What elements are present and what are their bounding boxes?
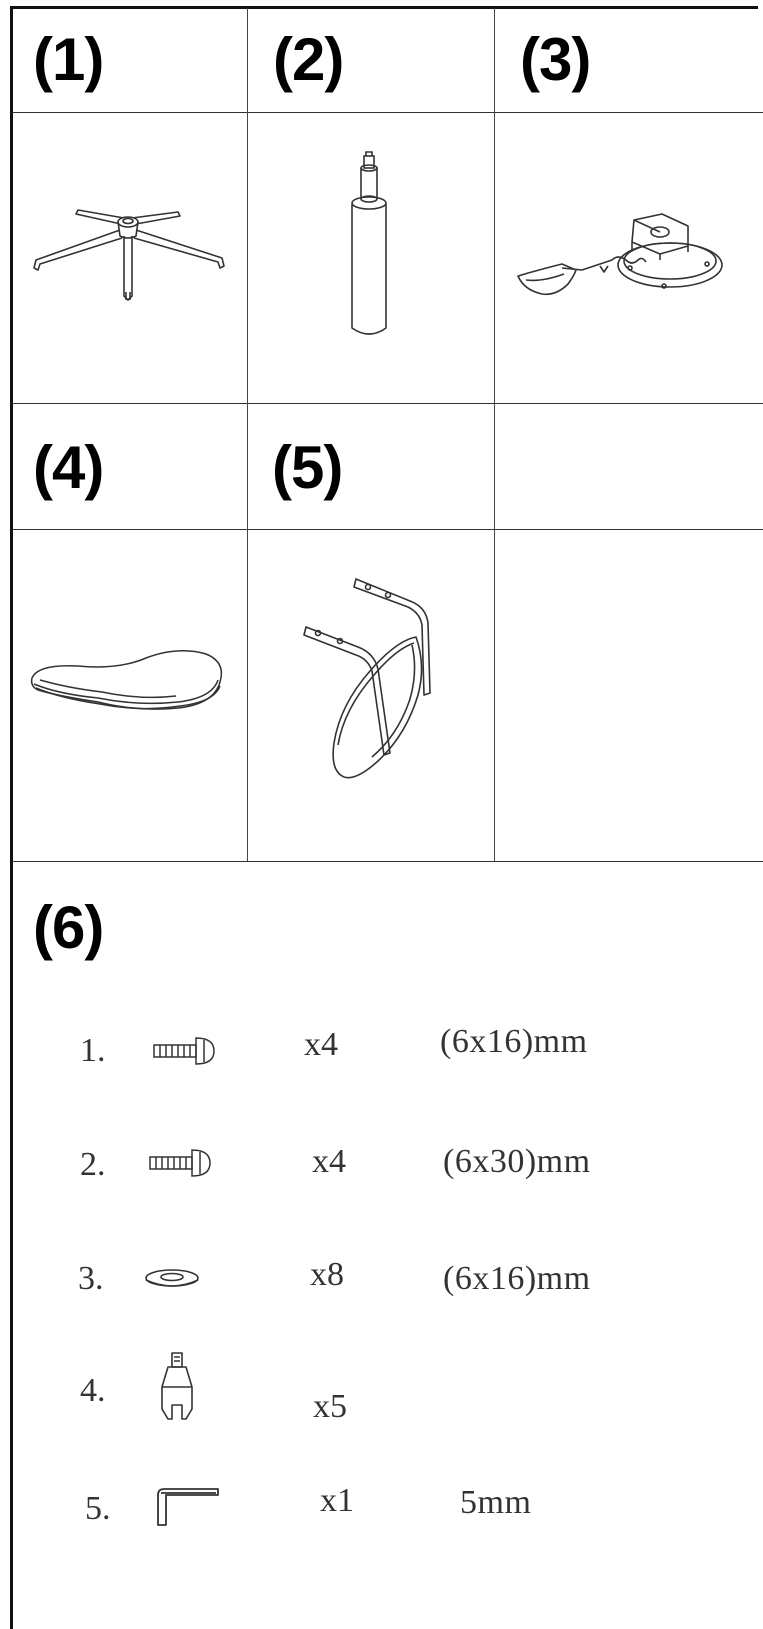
grid-line [12,529,763,530]
hardware-qty: x4 [312,1143,346,1180]
caster-icon [154,1349,200,1425]
hardware-spec: (6x16)mm [440,1023,588,1060]
hardware-spec: 5mm [460,1484,532,1521]
hardware-label: (6) [33,894,104,961]
hardware-index: 1. [80,1032,106,1069]
screw-icon [148,1146,214,1180]
screw-icon [152,1034,218,1068]
grid-line [247,8,248,861]
part-label-1: (1) [33,26,104,93]
hardware-qty: x1 [320,1482,354,1519]
seat-cushion-icon [28,640,228,720]
hardware-spec: (6x30)mm [443,1143,591,1180]
grid-line [12,861,763,862]
hardware-spec: (6x16)mm [443,1260,591,1297]
hardware-index: 5. [85,1490,111,1527]
part-label-5: (5) [272,434,343,501]
chair-base-icon [26,200,231,310]
part-label-2: (2) [273,26,344,93]
part-label-3: (3) [520,26,591,93]
parts-table-frame [10,6,758,1629]
allen-key-icon [154,1485,224,1529]
hardware-qty: x8 [310,1256,344,1293]
part-label-4: (4) [33,434,104,501]
hardware-index: 3. [78,1260,104,1297]
grid-line [12,112,763,113]
gas-cylinder-icon [335,150,405,340]
grid-line [494,8,495,861]
hardware-qty: x4 [304,1026,338,1063]
hardware-qty: x5 [313,1388,347,1425]
hardware-index: 4. [80,1372,106,1409]
washer-icon [143,1266,201,1290]
hardware-index: 2. [80,1146,106,1183]
grid-line [12,403,763,404]
backrest-icon [298,575,448,795]
seat-mechanism-icon [512,210,727,305]
